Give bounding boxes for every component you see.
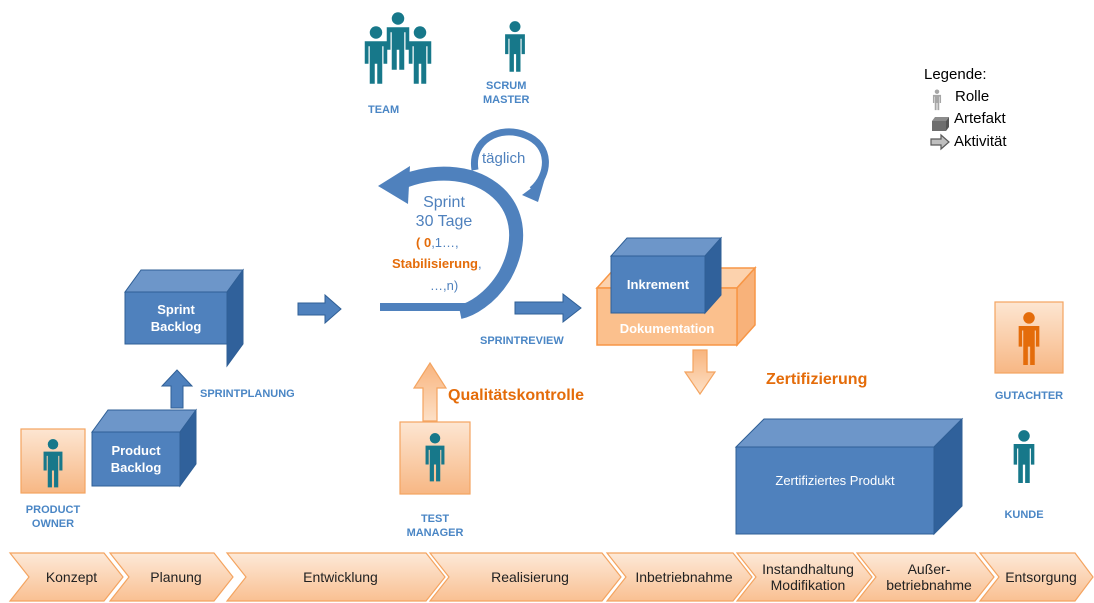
arrow-qualitaetskontrolle xyxy=(412,361,448,422)
phase-shape-realisierung xyxy=(428,552,622,602)
sprint-cycle-arrow xyxy=(378,166,524,319)
product-owner-box xyxy=(20,428,86,494)
qualitaetskontrolle-label: Qualitätskontrolle xyxy=(448,387,585,404)
legend-role-label: Rolle xyxy=(955,88,990,105)
phase-instandhaltung-modifikation: Instandhaltung Modifikation xyxy=(762,561,854,593)
team-label: TEAM xyxy=(368,104,400,116)
sprint-stabilisierung: Stabilisierung, xyxy=(392,256,482,271)
zertifizierung-label: Zertifizierung xyxy=(766,371,868,388)
arrow-sprintreview xyxy=(514,292,582,324)
kunde-icon xyxy=(1013,430,1035,484)
phase-konzept: Konzept xyxy=(45,569,98,585)
zertifiziertes-produkt-box xyxy=(734,417,964,536)
legend-activity-label: Aktivität xyxy=(954,133,1007,150)
zertifiziertes-produkt-label: Zertifiziertes Produkt xyxy=(775,473,895,488)
phase-realisierung: Realisierung xyxy=(491,569,569,585)
phase-entwicklung: Entwicklung xyxy=(303,569,378,585)
arrow-to-sprint xyxy=(297,293,342,325)
product-owner-label: PRODUCT OWNER xyxy=(25,504,81,530)
legend-title: Legende: xyxy=(924,66,987,83)
phase-shape-planung xyxy=(108,552,234,602)
daily-loop-arrow xyxy=(471,128,549,202)
phase-shape-instandhaltung xyxy=(735,552,873,602)
sprintplanung-label: SPRINTPLANUNG xyxy=(200,388,295,400)
phase-ausserbetriebnahme: Außer- betriebnahme xyxy=(886,561,972,593)
phase-planung: Planung xyxy=(150,569,202,585)
product-backlog-label: Product Backlog xyxy=(110,443,162,475)
dokumentation-label: Dokumentation xyxy=(619,321,715,336)
sprintreview-label: SPRINTREVIEW xyxy=(480,335,564,347)
kunde-label: KUNDE xyxy=(1004,509,1044,521)
legend-artifact-icon xyxy=(932,117,949,131)
inkrement-box xyxy=(609,236,723,315)
legend-role-icon xyxy=(932,89,942,111)
phase-shape-ausserbetriebnahme xyxy=(855,552,995,602)
phase-shape-inbetriebnahme xyxy=(605,552,753,602)
phase-inbetriebnahme: Inbetriebnahme xyxy=(635,569,733,585)
scrum-master-label: SCRUM MASTER xyxy=(483,80,530,106)
team-icon xyxy=(364,12,432,84)
sprint-title: Sprint 30 Tage xyxy=(415,194,473,230)
daily-label: täglich xyxy=(482,150,526,167)
test-manager-box xyxy=(399,421,471,495)
phase-shape-entsorgung xyxy=(978,552,1094,602)
sprint-backlog-box xyxy=(124,268,244,368)
phase-bar xyxy=(8,552,1094,602)
product-backlog-box xyxy=(91,408,197,488)
phase-entsorgung: Entsorgung xyxy=(1005,569,1077,585)
sprint-n-label: …,n) xyxy=(430,278,459,293)
gutachter-label: GUTACHTER xyxy=(994,390,1064,402)
sprint-backlog-label: Sprint Backlog xyxy=(150,302,202,334)
arrow-sprintplanung xyxy=(160,369,194,409)
test-manager-label: TEST MANAGER xyxy=(406,513,464,539)
gutachter-box xyxy=(994,301,1064,374)
legend-activity-icon xyxy=(930,133,950,151)
arrow-zertifizierung xyxy=(683,349,717,396)
phase-shape-konzept xyxy=(8,552,124,602)
sprint-iterations: ( 0,1…, xyxy=(416,235,459,250)
inkrement-label: Inkrement xyxy=(626,277,690,292)
scrum-master-icon xyxy=(505,21,525,72)
phase-shape-entwicklung xyxy=(225,552,446,602)
legend-artifact-label: Artefakt xyxy=(954,110,1006,127)
